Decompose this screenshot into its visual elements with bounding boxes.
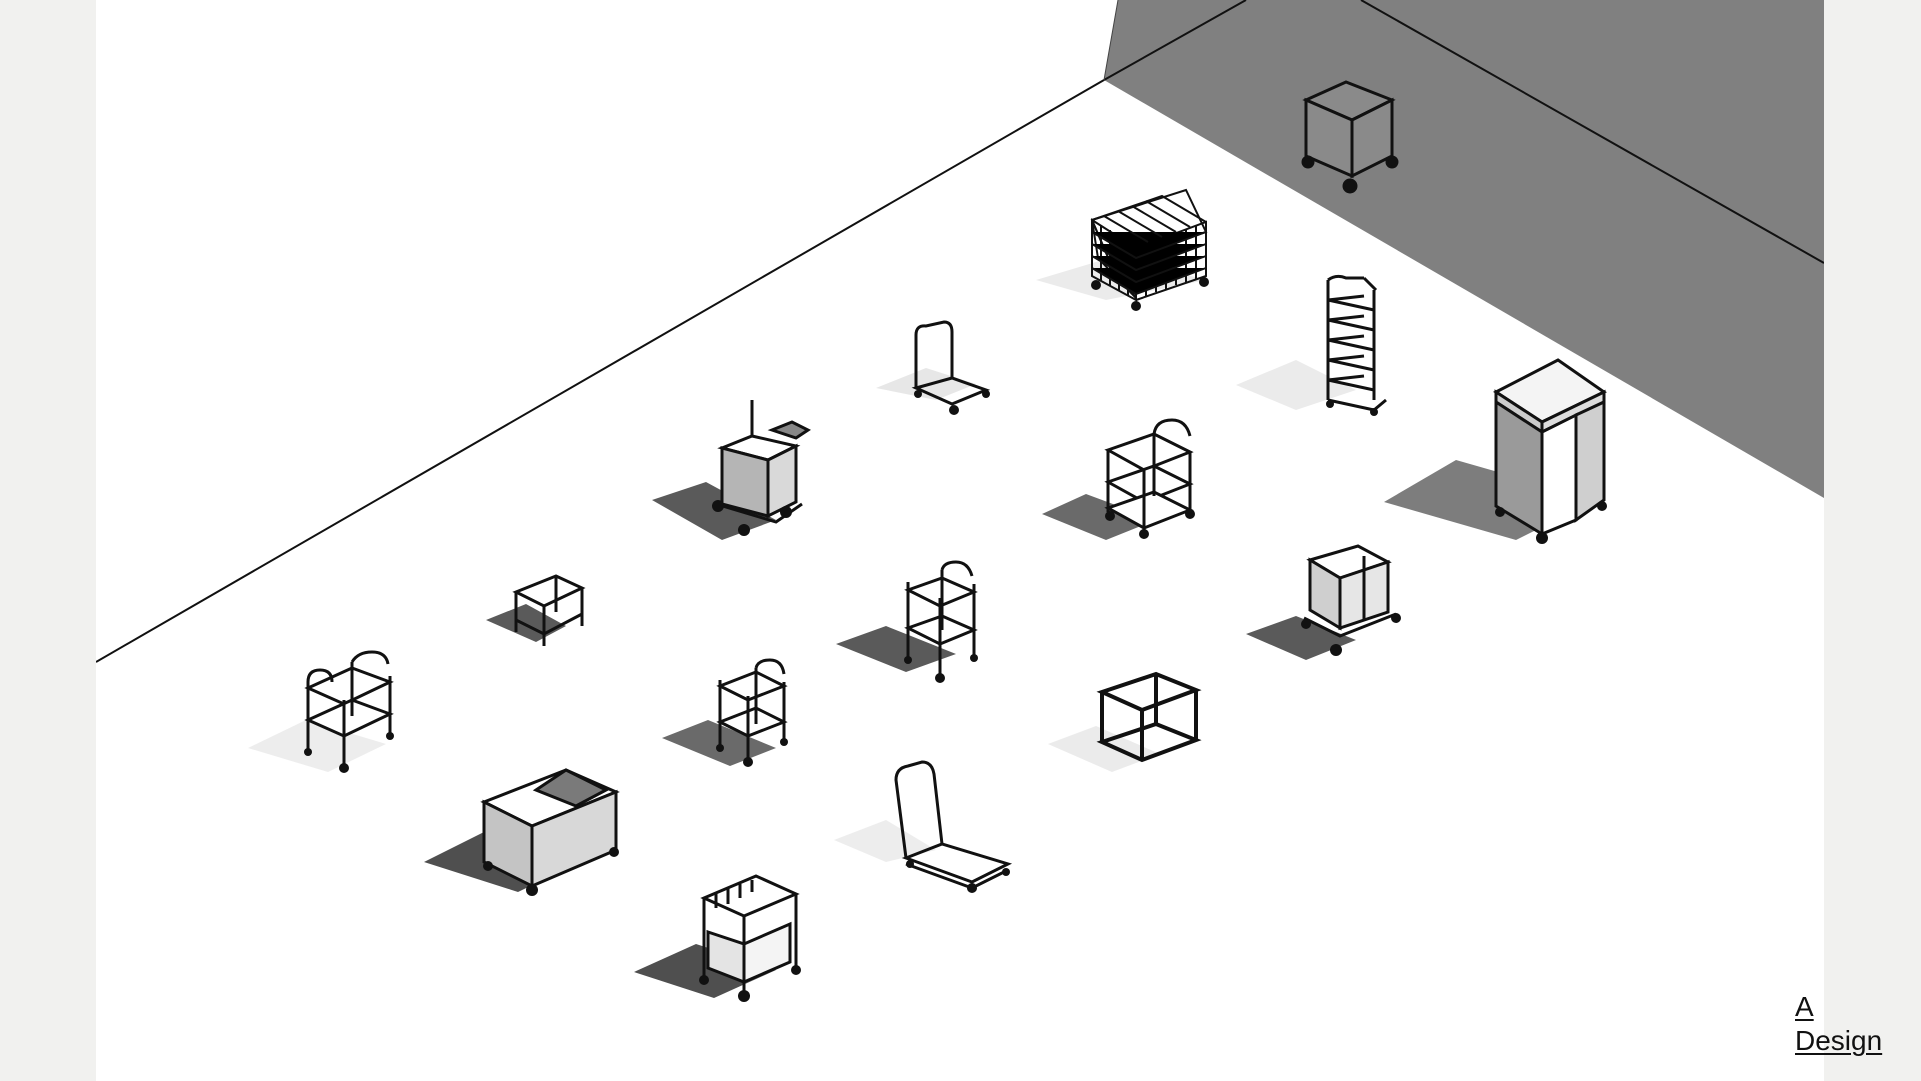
- isometric-canvas: [96, 0, 1824, 1081]
- floor-edge-line: [96, 79, 1105, 663]
- brand-line-1: A: [1795, 991, 1814, 1022]
- laundry-basket-cart-icon: [1301, 80, 1399, 194]
- housekeeping-cart-icon: [652, 400, 811, 540]
- tray-rack-trolley-icon: [1236, 274, 1387, 416]
- two-shelf-trolley-left-icon: [248, 650, 394, 773]
- three-shelf-utility-cart-icon: [1042, 418, 1195, 540]
- two-tier-serving-trolley-icon: [836, 560, 978, 683]
- brand-line-2: Design: [1795, 1025, 1883, 1056]
- wire-mesh-cage-cart-icon: [1036, 188, 1209, 311]
- open-frame-cart-icon: [1048, 671, 1202, 772]
- isometric-scene: [96, 0, 1824, 1002]
- small-two-tier-trolley-icon: [662, 658, 788, 767]
- brand-logo: A Design: [1795, 990, 1882, 1058]
- wall-top-line: [1360, 0, 1824, 264]
- tall-enclosed-cabinet-cart-icon: [1384, 358, 1607, 544]
- box-truck-cart-icon: [424, 768, 620, 896]
- wall-corner-line: [1103, 0, 1247, 81]
- linen-sorting-cart-icon: [634, 874, 801, 1002]
- small-side-table-icon: [486, 574, 586, 646]
- flat-platform-truck-icon: [834, 760, 1013, 893]
- double-bin-laundry-cart-icon: [1246, 544, 1401, 660]
- platform-hand-truck-small-icon: [876, 320, 991, 415]
- back-wall: [1104, 0, 1824, 498]
